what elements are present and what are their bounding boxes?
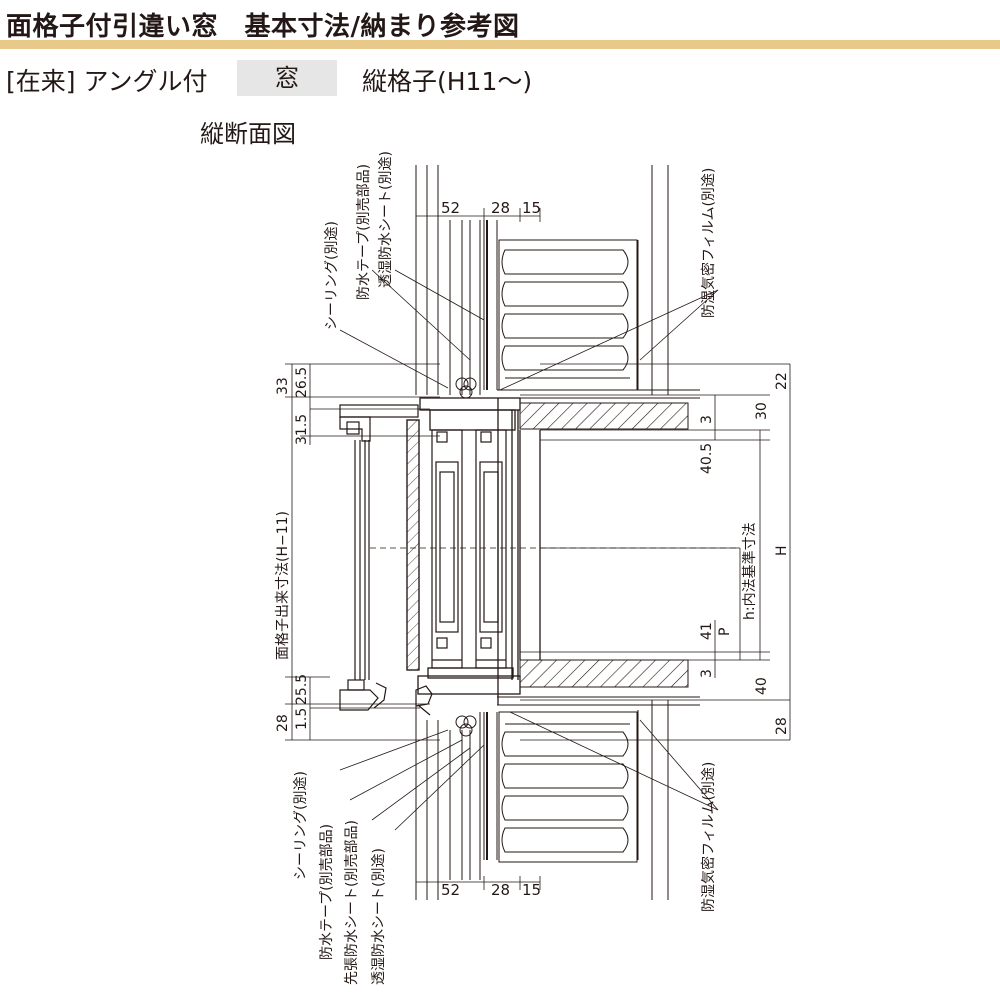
- sill-sheet-bottom-label: 先張防水シート(別売部品): [344, 820, 360, 985]
- dim-31-5: 31.5: [294, 414, 310, 445]
- outer-sash: [431, 429, 463, 669]
- dim-3-top: 3: [699, 415, 715, 424]
- dim-15-bottom: 15: [522, 881, 541, 899]
- waterproof-tape-top-label: 防水テープ(別売部品): [356, 164, 372, 300]
- vapor-film-bottom-label: 防湿気密フィルム(別途): [700, 762, 717, 912]
- dim-28-top: 28: [491, 199, 510, 217]
- dim-52-top: 52: [441, 199, 460, 217]
- breathable-sheet-bottom-label: 透湿防水シート(別途): [370, 848, 387, 985]
- dim-1-5: 1.5: [294, 708, 310, 730]
- dim-3-bottom: 3: [699, 669, 715, 678]
- leader-lines: [339, 269, 719, 831]
- view-title: 縦断面図: [200, 120, 296, 148]
- bottom-seal: [455, 715, 477, 737]
- dim-22: 22: [774, 372, 790, 390]
- page-title: 面格子付引違い窓 基本寸法/納まり参考図: [6, 12, 520, 42]
- dim-28-left: 28: [275, 714, 291, 732]
- head-timber: [519, 402, 689, 430]
- sill-timber: [519, 659, 689, 688]
- sealing-bottom-label: シーリング(別途): [292, 771, 309, 880]
- dim-28-right: 28: [774, 717, 790, 735]
- dim-H: H: [774, 545, 790, 556]
- top-seal: [455, 377, 477, 399]
- subtitle-grille: 縦格子(H11〜): [362, 67, 533, 96]
- dim-40: 40: [754, 677, 770, 695]
- inner-reference-dimension-label: h:内法基準寸法: [741, 522, 758, 620]
- title-underline-bar: [0, 40, 1000, 49]
- dim-40-5: 40.5: [699, 443, 715, 474]
- inner-sash: [475, 429, 507, 669]
- dim-P: P: [717, 628, 733, 636]
- breathable-sheet-top-label: 透湿防水シート(別途): [377, 151, 394, 288]
- dim-33: 33: [275, 377, 291, 395]
- dim-28-bottom: 28: [491, 881, 510, 899]
- sealing-top-label: シーリング(別途): [323, 221, 340, 330]
- dim-15-top: 15: [522, 199, 541, 217]
- dim-30: 30: [754, 402, 770, 420]
- lower-wall: [415, 700, 669, 900]
- vapor-film-top-label: 防湿気密フィルム(別途): [700, 168, 717, 318]
- dimension-lines: [291, 208, 791, 890]
- dim-41: 41: [699, 622, 715, 640]
- grille-dimension-label: 面格子出来寸法(H−11): [275, 511, 291, 660]
- dim-25-5: 25.5: [294, 674, 310, 705]
- dim-52-bottom: 52: [441, 881, 460, 899]
- extension-lines: [285, 363, 790, 741]
- subtitle-type: [在来] アングル付: [6, 67, 208, 96]
- dim-26-5: 26.5: [294, 367, 310, 398]
- grille: [339, 404, 433, 716]
- waterproof-tape-bottom-label: 防水テープ(別売部品): [319, 824, 335, 960]
- subtitle-tag: 窓: [237, 60, 337, 96]
